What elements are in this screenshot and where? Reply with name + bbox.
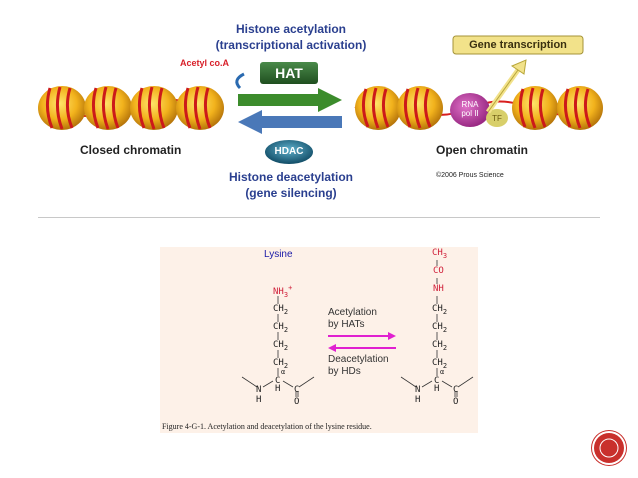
nucleosome: [557, 86, 603, 130]
nucleosome: [512, 86, 558, 130]
hat-label: HAT: [275, 65, 303, 81]
right-h-alpha: H: [434, 384, 440, 394]
acetylation-label-1: Acetylation: [328, 307, 377, 318]
figure-caption: Figure 4-G-1. Acetylation and deacetylat…: [162, 422, 372, 431]
left-ch2-4: CH2: [273, 358, 289, 370]
left-ch2-3: CH2: [273, 340, 289, 352]
rna-pol-ii-blob: [450, 93, 490, 127]
lysine-acetylation-figure: Lysine NH3+ CH2 CH2 CH2 CH2 CH3 CO NH CH…: [160, 247, 478, 433]
left-n: N: [256, 385, 262, 395]
hat-box: [260, 62, 318, 84]
right-alpha: α: [440, 368, 445, 376]
deacetylation-subtitle: (gene silencing): [245, 186, 337, 200]
acetylation-forward-arrow: [328, 332, 396, 340]
right-nh-h: H: [415, 395, 421, 405]
acetylation-label-2: by HATs: [328, 319, 365, 330]
right-ch3: CH3: [432, 248, 448, 260]
nucleosome: [130, 86, 178, 130]
left-nh3: NH3+: [273, 284, 293, 299]
nucleosome: [84, 86, 132, 130]
hdac-oval: [265, 140, 313, 164]
right-carbonyl-c: C: [453, 385, 459, 395]
acetylation-title: Histone acetylation: [235, 22, 347, 36]
next-icon: [599, 438, 619, 458]
acetylation-subtitle: (transcriptional activation): [215, 38, 367, 52]
right-ch2-4: CH2: [432, 358, 448, 370]
gene-transcription-box: [452, 35, 584, 55]
right-nh: NH: [433, 284, 444, 294]
right-ch2-3: CH2: [432, 340, 448, 352]
nucleosome: [355, 86, 401, 130]
acetylation-arrow: [238, 88, 342, 112]
deacetylation-arrow: [238, 110, 342, 134]
gene-transcription-label: Gene transcription: [469, 39, 567, 51]
nucleosome: [38, 86, 86, 130]
tf-blob: [486, 109, 508, 127]
closed-chromatin-nucleosomes: [38, 86, 224, 130]
right-co: CO: [433, 266, 444, 276]
left-nh-h: H: [256, 395, 262, 405]
open-chromatin-label: Open chromatin: [436, 143, 529, 157]
deacetylation-back-arrow: [328, 344, 396, 352]
hdac-label: HDAC: [274, 146, 304, 157]
closed-chromatin-label: Closed chromatin: [80, 143, 182, 157]
tf-label: TF: [492, 114, 502, 123]
next-slide-button[interactable]: [594, 433, 624, 463]
lysine-bonds: [241, 260, 474, 397]
left-c-alpha: C: [275, 376, 281, 386]
lysine-title: Lysine: [264, 249, 293, 260]
right-c-alpha: C: [434, 376, 440, 386]
nucleosome: [176, 86, 224, 130]
left-carbonyl-o: O: [294, 397, 300, 407]
right-ch2-1: CH2: [432, 304, 448, 316]
right-n: N: [415, 385, 421, 395]
left-carbonyl-c: C: [294, 385, 300, 395]
left-alpha: α: [281, 368, 286, 376]
left-ch2-2: CH2: [273, 322, 289, 334]
deacetylation-label-1: Deacetylation: [328, 354, 389, 365]
slide-divider: [38, 217, 600, 218]
left-ch2-1: CH2: [273, 304, 289, 316]
right-carbonyl-o: O: [453, 397, 459, 407]
open-chromatin-nucleosomes: [354, 86, 603, 130]
nucleosome: [397, 86, 443, 130]
acetyl-coa-label: Acetyl co.A: [180, 58, 230, 68]
deacetylation-title: Histone deacetylation: [228, 170, 354, 184]
acetyl-coa-icon: [235, 72, 245, 90]
deacetylation-label-2: by HDs: [328, 366, 361, 377]
copyright-label: ©2006 Prous Science: [436, 172, 504, 179]
right-ch2-2: CH2: [432, 322, 448, 334]
left-h-alpha: H: [275, 384, 281, 394]
